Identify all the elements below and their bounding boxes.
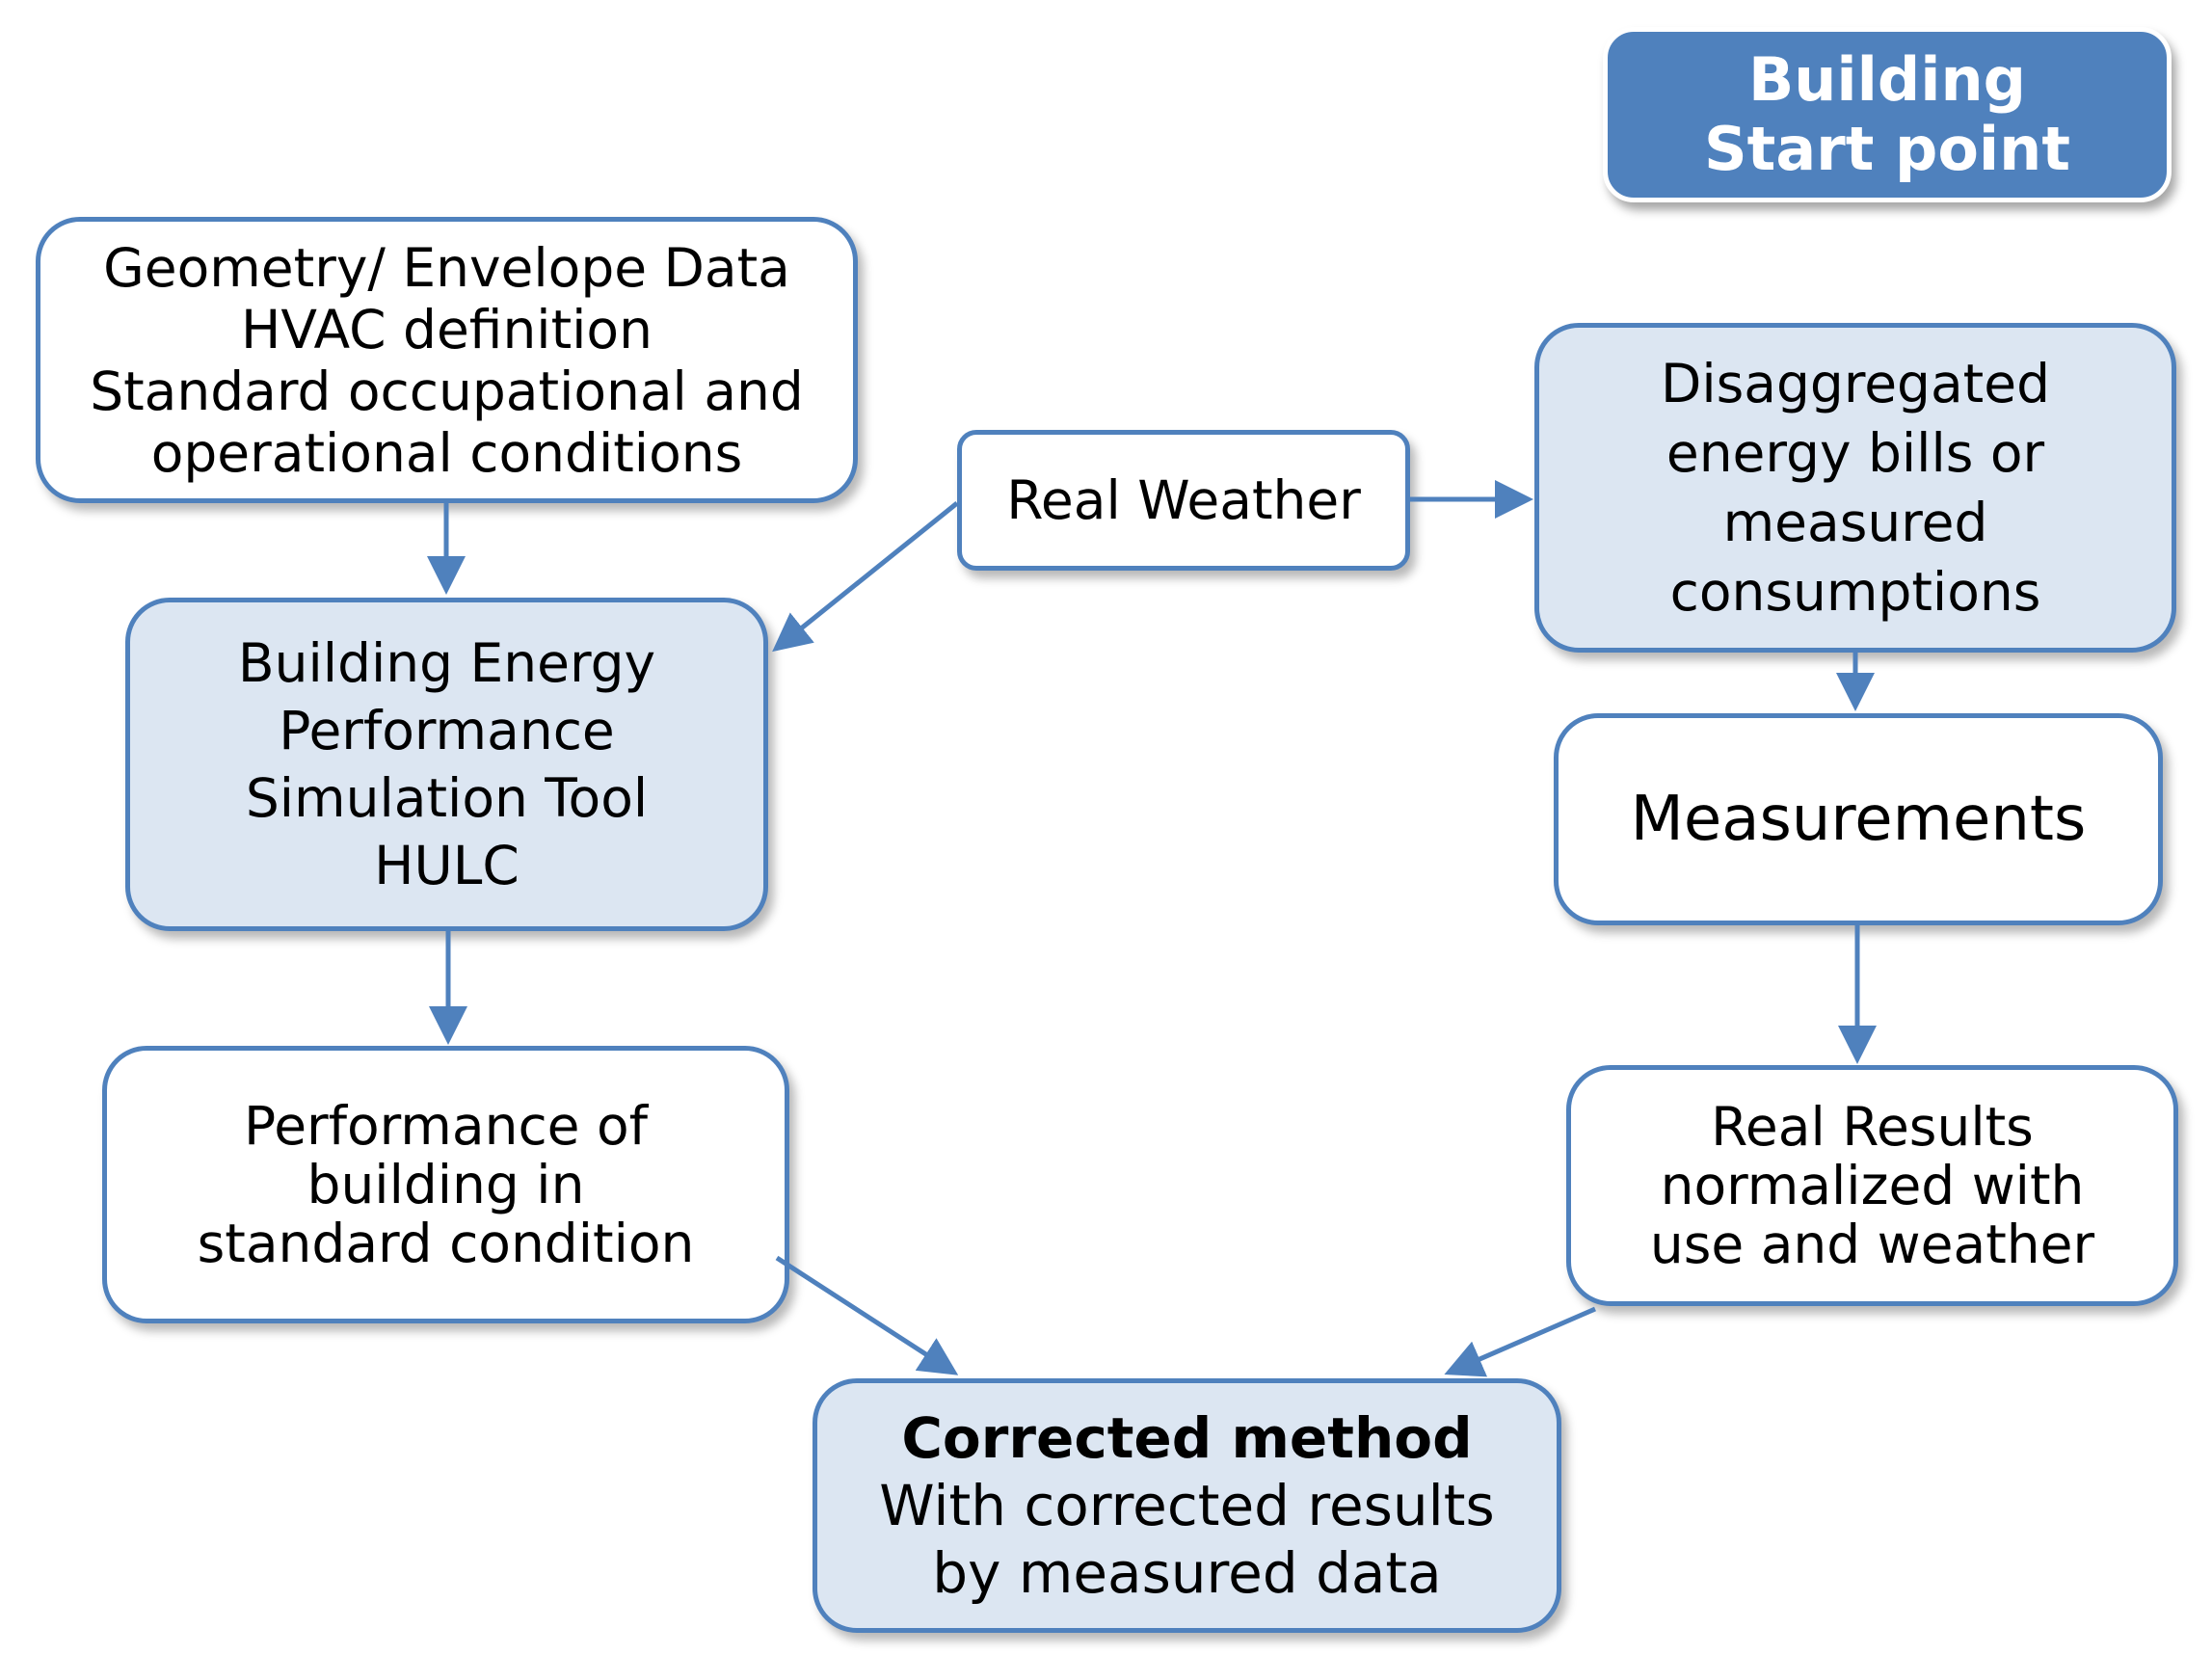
geometry-line-1: Geometry/ Envelope Data bbox=[103, 236, 790, 299]
measurements-label: Measurements bbox=[1630, 784, 2087, 855]
simulation-tool-line-3: Simulation Tool bbox=[245, 767, 649, 829]
measurements-box: Measurements bbox=[1554, 713, 2163, 925]
geometry-line-3: Standard occupational and bbox=[90, 360, 804, 422]
arrow-real-results-to-corrected bbox=[1444, 1306, 1596, 1377]
disaggregated-energy-bills-box: Disaggregated energy bills or measured c… bbox=[1534, 323, 2176, 653]
real-results-box: Real Results normalized with use and wea… bbox=[1566, 1065, 2178, 1306]
performance-standard-condition-box: Performance of building in standard cond… bbox=[102, 1046, 789, 1323]
start-point-line-1: Building bbox=[1747, 44, 2027, 115]
simulation-tool-box: Building Energy Performance Simulation T… bbox=[125, 598, 768, 931]
simulation-tool-line-2: Performance bbox=[279, 700, 615, 761]
performance-line-2: building in bbox=[306, 1153, 585, 1215]
simulation-tool-line-1: Building Energy bbox=[237, 632, 656, 694]
real-results-line-1: Real Results bbox=[1711, 1095, 2034, 1158]
performance-line-3: standard condition bbox=[197, 1212, 695, 1274]
geometry-envelope-box: Geometry/ Envelope Data HVAC definition … bbox=[36, 217, 858, 503]
disaggregated-line-3: measured bbox=[1722, 492, 1988, 553]
real-results-line-2: normalized with bbox=[1660, 1154, 2085, 1216]
real-weather-box: Real Weather bbox=[957, 430, 1410, 571]
corrected-line-1: With corrected results bbox=[879, 1473, 1495, 1538]
geometry-line-2: HVAC definition bbox=[241, 298, 653, 360]
corrected-method-box: Corrected method With corrected results … bbox=[813, 1378, 1561, 1633]
simulation-tool-line-4: HULC bbox=[374, 835, 520, 896]
disaggregated-line-1: Disaggregated bbox=[1661, 353, 2050, 414]
disaggregated-line-2: energy bills or bbox=[1666, 422, 2045, 484]
real-weather-label: Real Weather bbox=[1006, 469, 1361, 531]
disaggregated-line-4: consumptions bbox=[1669, 561, 2041, 623]
real-results-line-3: use and weather bbox=[1649, 1213, 2095, 1275]
performance-line-1: Performance of bbox=[243, 1094, 649, 1157]
start-point-line-2: Start point bbox=[1704, 114, 2070, 184]
arrow-weather-to-simulation bbox=[772, 501, 959, 653]
corrected-line-2: by measured data bbox=[932, 1540, 1442, 1606]
arrow-performance-to-corrected bbox=[775, 1255, 959, 1375]
corrected-method-title: Corrected method bbox=[901, 1405, 1473, 1471]
building-start-point-box: Building Start point bbox=[1603, 27, 2172, 202]
geometry-line-4: operational conditions bbox=[150, 421, 743, 484]
